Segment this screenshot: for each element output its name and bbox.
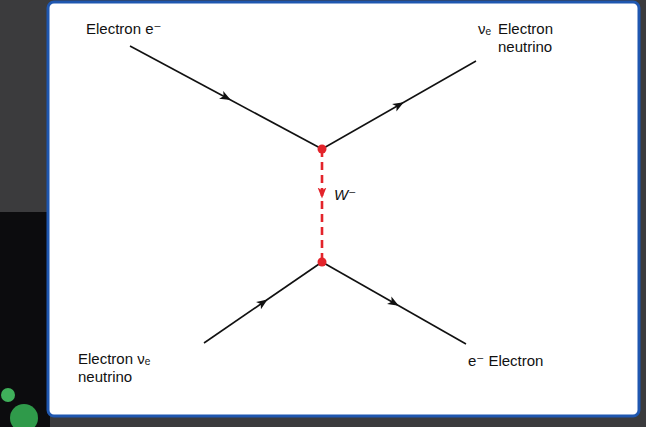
side-photo: [0, 212, 50, 427]
electron-line: [130, 46, 322, 149]
particle-label: Electron νₑ neutrino: [78, 350, 170, 386]
diagram-panel: [48, 2, 639, 416]
particle-label: e⁻ Electron: [468, 352, 543, 370]
particle-label: Electron e⁻: [86, 20, 161, 38]
side-photo-sphere: [10, 404, 38, 427]
electron-line: [322, 262, 466, 344]
vertex-dot: [318, 258, 327, 267]
vertex-dot: [318, 145, 327, 154]
side-photo-sphere: [1, 388, 15, 402]
w-boson-line: [321, 149, 324, 262]
neutrino-line: [322, 61, 476, 149]
particle-label: W⁻: [334, 186, 356, 204]
neutrino-line: [204, 262, 322, 343]
particle-label: Electron neutrino: [498, 20, 570, 56]
particle-label: νₑ: [478, 20, 491, 38]
